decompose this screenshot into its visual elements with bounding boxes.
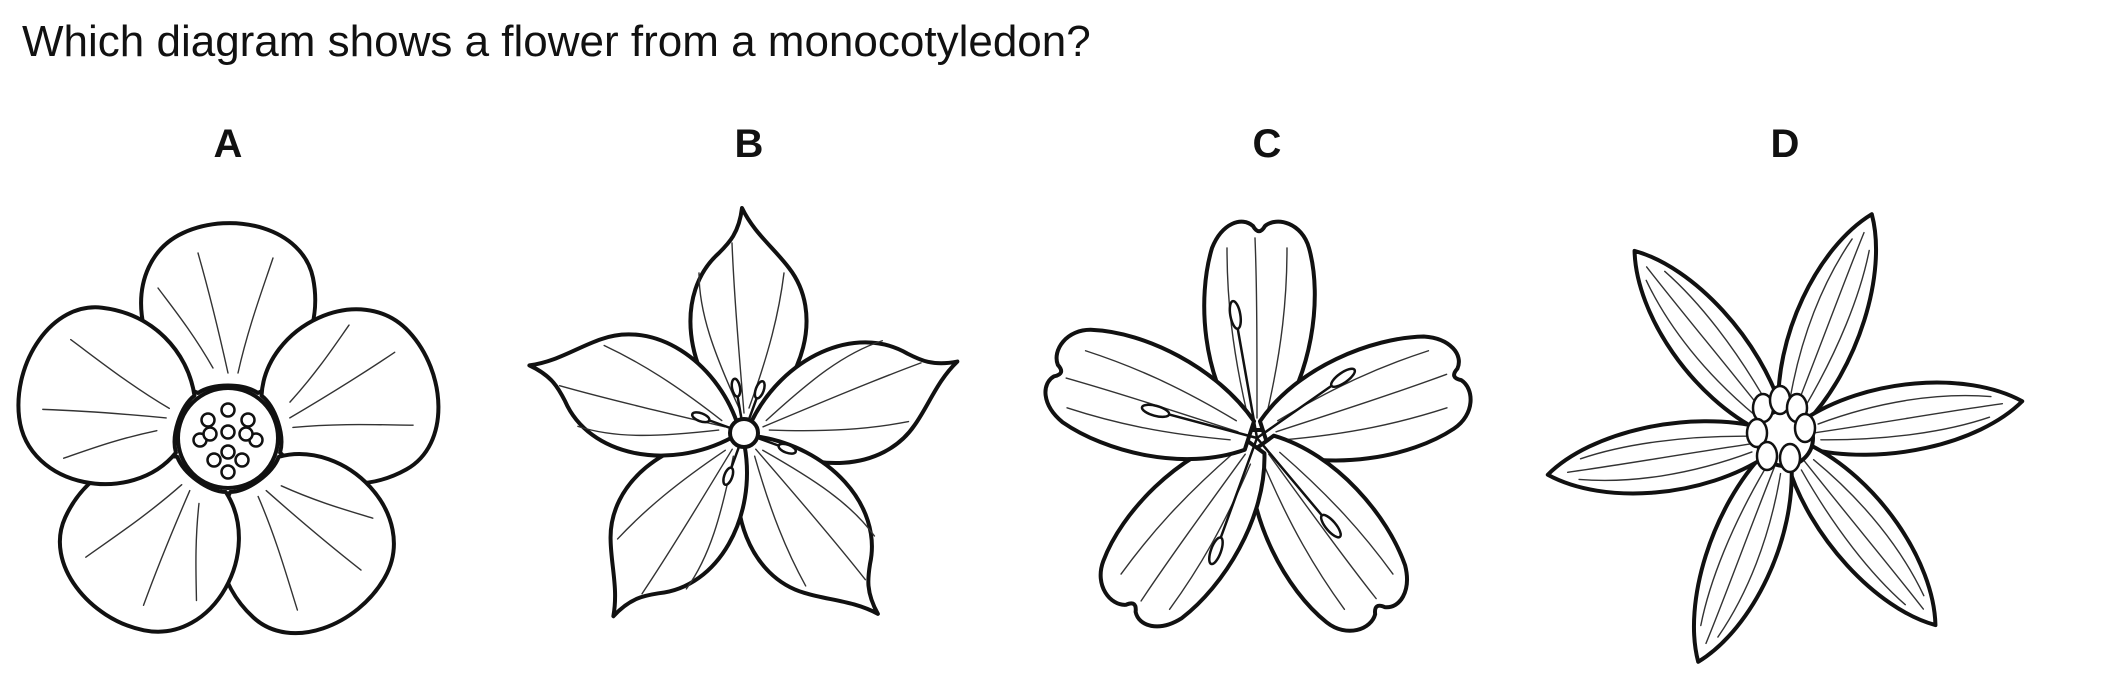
petal: [1098, 433, 1267, 629]
anther-dot: [220, 444, 236, 460]
option-c-label: C: [1252, 122, 1282, 166]
petal: [216, 452, 396, 635]
petal: [527, 332, 739, 458]
anther-dot: [220, 402, 236, 418]
option-a[interactable]: A: [0, 118, 488, 678]
petal: [688, 206, 809, 425]
option-a-label: A: [213, 122, 243, 166]
petal: [1632, 248, 1785, 434]
petal: [1800, 380, 2025, 457]
anther: [1755, 440, 1779, 472]
anther: [1745, 417, 1769, 449]
petal: [1545, 419, 1770, 496]
petal: [608, 434, 749, 619]
petal: [735, 434, 880, 616]
option-c[interactable]: C: [1007, 118, 1527, 678]
anther-dot: [200, 412, 216, 428]
option-d[interactable]: D: [1525, 118, 2045, 678]
petal: [259, 307, 441, 486]
stamen: [1255, 367, 1357, 440]
petal: [139, 221, 318, 395]
option-d-label: D: [1770, 122, 1800, 166]
five-pointed-petal-flower-icon: [489, 198, 1009, 678]
petal: [1202, 219, 1317, 432]
petal: [1043, 327, 1257, 462]
anther-dot: [220, 464, 236, 480]
option-b[interactable]: B: [489, 118, 1009, 678]
question-text: Which diagram shows a flower from a mono…: [22, 17, 1091, 66]
petal: [1247, 433, 1409, 633]
anther-dot: [202, 426, 218, 442]
stamen: [1207, 436, 1259, 566]
stamen: [1140, 403, 1259, 440]
anther-dot: [240, 412, 256, 428]
anther-dot: [206, 452, 222, 468]
five-notched-petal-flower-icon: [1007, 198, 1527, 678]
petal: [1776, 212, 1879, 426]
six-narrow-petal-flower-icon: [1525, 198, 2045, 678]
petal: [1691, 450, 1794, 664]
anther-dot: [238, 426, 254, 442]
petal: [58, 453, 241, 634]
petal: [1785, 442, 1938, 628]
anther: [1778, 442, 1802, 474]
stamen: [1228, 299, 1259, 440]
anther-dot: [234, 452, 250, 468]
stamen: [1255, 436, 1342, 539]
five-rounded-petal-flower-icon: [0, 198, 488, 678]
petal: [749, 340, 960, 465]
anther-dot: [220, 424, 236, 440]
option-b-label: B: [734, 122, 764, 166]
anther: [1793, 412, 1817, 444]
petal: [16, 305, 197, 487]
